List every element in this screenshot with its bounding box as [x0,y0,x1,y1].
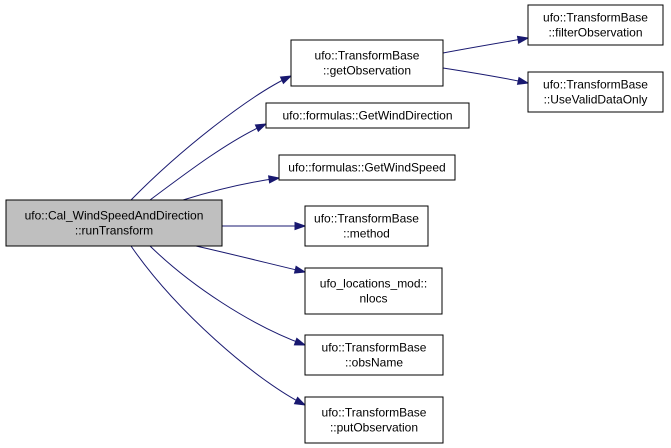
node-label: ufo::TransformBase [543,78,648,92]
node-box[interactable] [265,102,470,129]
edge-getObservation-to-useValidDataOnly [442,67,530,85]
edge-line [130,245,306,406]
edge-root-to-putObservation [130,245,307,406]
node-putObservation[interactable]: ufo::TransformBase::putObservation [304,396,444,444]
node-nlocs[interactable]: ufo_locations_mod::nlocs [304,267,443,315]
edge-getObservation-to-filterObservation [442,35,530,54]
node-box[interactable] [304,334,444,376]
edge-line [130,75,292,201]
node-label: ::getObservation [323,64,411,78]
node-label: ::obsName [345,356,403,370]
edge-line [442,37,529,54]
node-method[interactable]: ufo::TransformBase::method [304,205,429,247]
node-label: ::filterObservation [548,26,642,40]
node-box[interactable] [304,205,429,247]
edge-line [182,177,280,201]
arrowhead-icon [293,265,307,274]
node-box[interactable] [304,267,443,315]
node-label: ufo::TransformBase [322,341,427,355]
edge-root-to-nlocs [195,245,307,274]
node-label: ufo_locations_mod:: [320,277,427,291]
node-box[interactable] [527,71,664,113]
edge-line [442,67,529,84]
arrowhead-icon [516,76,530,85]
node-box[interactable] [5,199,223,247]
arrowhead-icon [254,123,268,133]
node-label: ufo::TransformBase [322,406,427,420]
node-box[interactable] [290,39,444,87]
node-label: ufo::TransformBase [315,49,420,63]
node-box[interactable] [527,4,664,46]
edge-root-to-getWindDirection [149,123,268,201]
node-label: ::runTransform [75,224,153,238]
node-obsName[interactable]: ufo::TransformBase::obsName [304,334,444,376]
node-label: ufo::TransformBase [314,212,419,226]
edge-root-to-getObservation [130,75,293,201]
node-label: ::UseValidDataOnly [544,93,648,107]
edge-line [149,123,267,201]
edge-line [149,245,306,346]
node-root[interactable]: ufo::Cal_WindSpeedAndDirection::runTrans… [5,199,223,247]
node-label: ufo::formulas::GetWindSpeed [288,161,445,175]
edge-root-to-method [222,221,307,231]
node-label: ufo::Cal_WindSpeedAndDirection [25,209,204,223]
arrowhead-icon [268,175,281,184]
node-label: ::putObservation [330,421,418,435]
node-getWindSpeed[interactable]: ufo::formulas::GetWindSpeed [278,154,456,181]
node-filterObservation[interactable]: ufo::TransformBase::filterObservation [527,4,664,46]
node-useValidDataOnly[interactable]: ufo::TransformBase::UseValidDataOnly [527,71,664,113]
node-getObservation[interactable]: ufo::TransformBase::getObservation [290,39,444,87]
edges-layer [130,35,530,406]
arrowhead-icon [293,396,307,406]
node-label: ufo::formulas::GetWindDirection [282,109,452,123]
arrowhead-icon [294,221,307,231]
node-box[interactable] [278,154,456,181]
nodes-layer: ufo::Cal_WindSpeedAndDirection::runTrans… [5,4,664,444]
arrowhead-icon [516,35,530,44]
arrowhead-icon [293,337,307,346]
node-box[interactable] [304,396,444,444]
edge-root-to-obsName [149,245,307,346]
node-label: ::method [343,227,390,241]
edge-root-to-getWindSpeed [182,175,281,201]
edge-line [195,245,306,273]
node-label: ufo::TransformBase [543,11,648,25]
node-label: nlocs [359,292,387,306]
node-getWindDirection[interactable]: ufo::formulas::GetWindDirection [265,102,470,129]
arrowhead-icon [279,75,293,85]
